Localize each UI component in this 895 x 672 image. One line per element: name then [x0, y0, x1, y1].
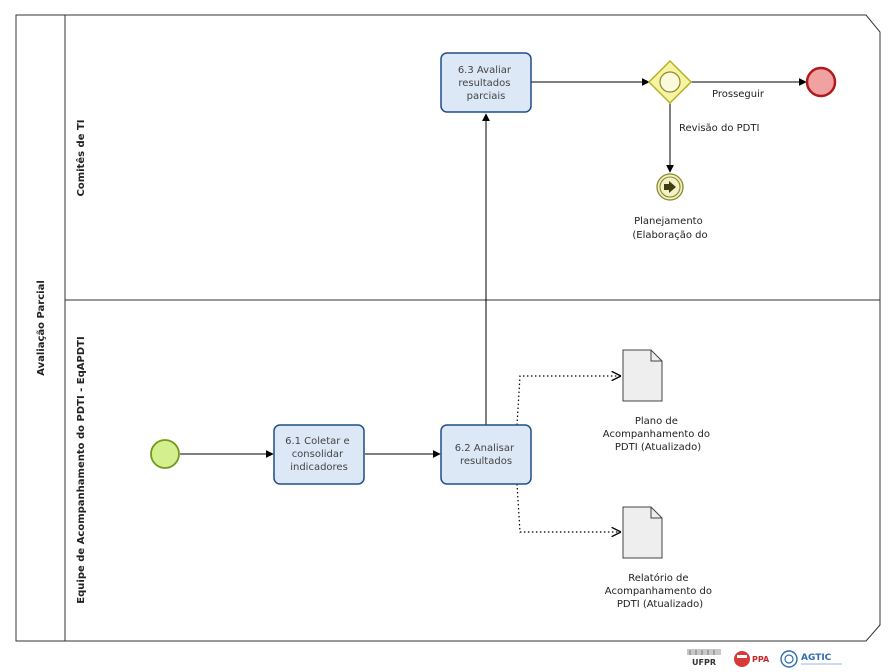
svg-text:6.3 Avaliar resultados: 6.3 Avaliar resultados parciais: [458, 65, 514, 102]
lane-label-eqapdti: Equipe de Acompanhamento do PDTI - EqAPD…: [76, 336, 87, 603]
document-relatorio-icon[interactable]: [622, 506, 663, 559]
link-arrow-icon: [664, 181, 676, 193]
document-relatorio-label: PDTI (Atualizado): [617, 599, 703, 610]
flow-label-prosseguir: Prosseguir: [712, 89, 765, 100]
task-6-1[interactable]: 6.1 Coletar e consolidar indicadores: [273, 424, 365, 485]
ufpr-logo: UFPR: [687, 649, 721, 667]
task-6-1-line: indicadores: [290, 462, 348, 473]
document-plano-label: Plano de: [635, 416, 678, 427]
flow-label-revisao: Revisão do PDTI: [679, 123, 759, 134]
svg-text:Plano de Acompanhamento do: Plano de Acompanhamento do PDTI (Atualiz…: [603, 416, 713, 453]
agtic-logo-text: AGTIC: [801, 653, 832, 663]
task-6-1-line: 6.1 Coletar e: [285, 436, 350, 447]
task-6-3-line: resultados: [458, 78, 510, 89]
end-event[interactable]: [805, 66, 837, 98]
agtic-logo: AGTIC: [780, 650, 842, 668]
task-6-3[interactable]: 6.3 Avaliar resultados parciais: [440, 52, 532, 113]
svg-text:6.2 Analisar resultados: 6.2 Analisar resultados: [455, 443, 518, 467]
footer-logos: UFPR PPA AGTIC: [687, 649, 842, 668]
exclusive-gateway[interactable]: [647, 59, 693, 105]
start-event[interactable]: [150, 439, 180, 469]
task-6-1-line: consolidar: [292, 449, 344, 460]
lane-label-comites: Comitês de TI: [75, 119, 87, 196]
task-6-2-line: 6.2 Analisar: [455, 443, 515, 454]
svg-text:6.1 Coletar e consolidar: 6.1 Coletar e consolidar indicadores: [285, 436, 353, 473]
link-event-label: (Elaboração do: [632, 230, 707, 241]
data-associations: [516, 376, 620, 532]
document-relatorio-label: Relatório de: [628, 572, 688, 584]
svg-text:Planejamento (Elaboração d: Planejamento (Elaboração do: [632, 216, 707, 241]
document-relatorio-label: Acompanhamento do: [605, 586, 712, 597]
association-to-plan[interactable]: [516, 376, 620, 426]
pool-title: Avaliação Parcial: [36, 280, 47, 376]
task-6-3-line: parciais: [467, 91, 506, 102]
task-6-2[interactable]: 6.2 Analisar resultados: [440, 424, 532, 485]
document-plano-label: PDTI (Atualizado): [615, 442, 701, 453]
link-event-label: Planejamento: [634, 216, 703, 227]
ufpr-logo-text: UFPR: [692, 658, 716, 667]
svg-text:Relatório de Acompanhament: Relatório de Acompanhamento do PDTI (Atu…: [605, 572, 715, 610]
document-plano-label: Acompanhamento do: [603, 429, 710, 440]
task-6-2-line: resultados: [460, 456, 512, 467]
sequence-flows: [180, 78, 807, 458]
task-6-3-line: 6.3 Avaliar: [458, 65, 512, 76]
document-plano-icon[interactable]: [622, 349, 663, 402]
link-event[interactable]: [656, 173, 684, 201]
pool: Avaliação Parcial Comitês de TI Equipe d…: [15, 14, 881, 642]
association-to-report[interactable]: [516, 483, 620, 532]
ppa-logo: PPA: [734, 651, 770, 667]
ppa-logo-text: PPA: [752, 655, 770, 664]
